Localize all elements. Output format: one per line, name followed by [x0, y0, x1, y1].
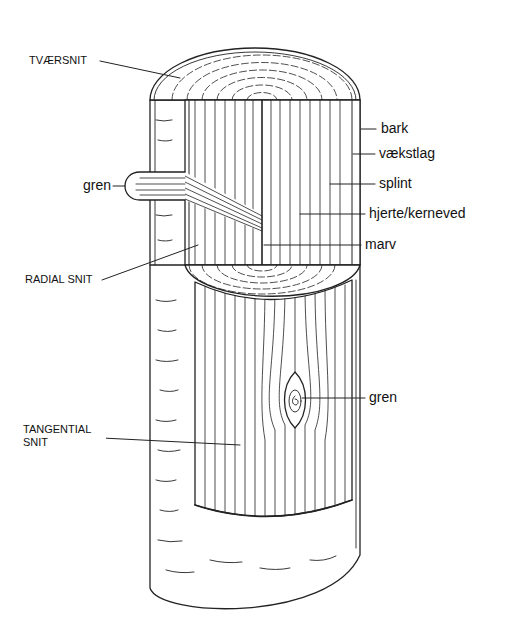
branch-grain: [136, 178, 185, 195]
grain-lines: [195, 100, 340, 265]
section-label: TVÆRSNIT: [28, 54, 88, 67]
grain-lines: [205, 285, 345, 525]
leader-lines: [100, 61, 376, 445]
part-label: marv: [364, 236, 397, 252]
grain-lines: [262, 285, 328, 525]
part-label: hjerte/kerneved: [368, 205, 467, 221]
pith-line: [261, 100, 263, 265]
log-drawing: [100, 48, 376, 609]
bark-ring: [154, 52, 356, 100]
growth-rings: [172, 55, 352, 100]
growth-layer-line: [189, 100, 352, 265]
branch-stub: [125, 172, 185, 200]
part-label: gren: [82, 177, 112, 193]
knot-outline: [285, 372, 306, 428]
part-label: bark: [380, 120, 409, 136]
knot-ring: [289, 390, 301, 412]
branch-band: [185, 172, 262, 232]
cross-section-face: [185, 265, 360, 296]
cross-section-face: [150, 48, 360, 100]
knot-center: [292, 396, 298, 405]
section-label: RADIAL SNIT: [24, 273, 93, 286]
radial-face: [185, 100, 360, 265]
part-label: gren: [368, 389, 398, 405]
bark-edge: [195, 500, 352, 516]
branch-grain: [185, 176, 262, 231]
radial-grain: [185, 100, 352, 265]
section-label: TANGENTIAL SNIT: [22, 423, 106, 448]
tangential-grain: [205, 285, 345, 525]
step-edge: [150, 264, 185, 265]
bark-line: [356, 280, 357, 548]
part-label: splint: [378, 175, 413, 191]
growth-rings: [189, 265, 335, 294]
part-label: vækstlag: [378, 145, 436, 161]
